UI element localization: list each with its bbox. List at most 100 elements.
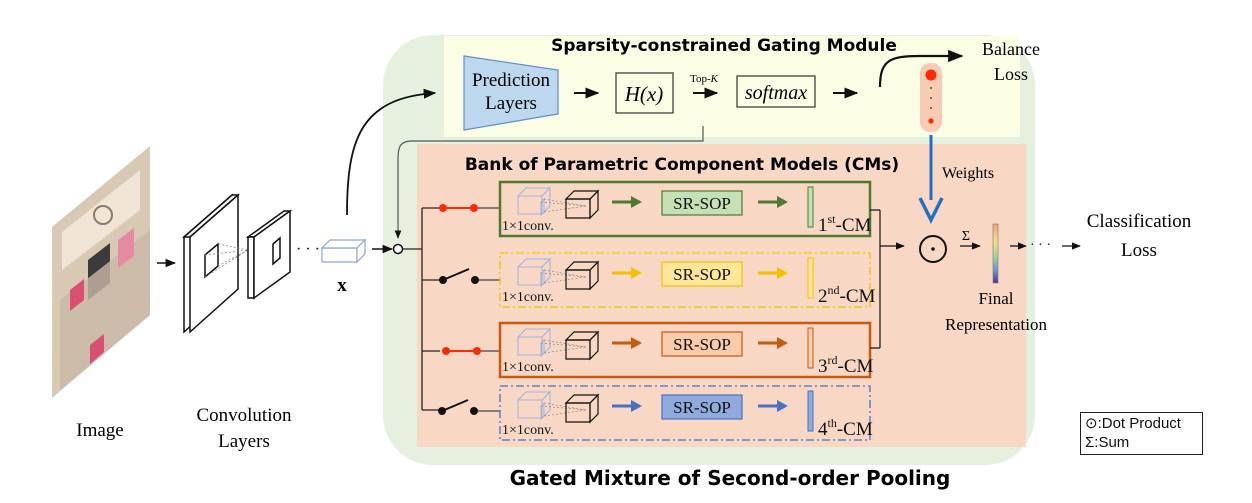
sr-sop-label: SR-SOP — [673, 194, 731, 213]
feature-cube-icon — [564, 330, 600, 361]
cm-output-vector — [807, 327, 814, 369]
legend-item-dot-product: ⊙:Dot Product — [1085, 414, 1198, 433]
conv-projection — [540, 269, 587, 284]
arrow-to-vector-icon — [758, 267, 788, 279]
switch-cm3-closed — [442, 347, 500, 355]
weights-arrowhead — [918, 197, 944, 224]
balance-loss-label-2: Loss — [994, 64, 1028, 84]
cm-border — [498, 321, 872, 379]
conv-1x1-cube-icon — [516, 327, 552, 358]
prediction-layers-label-2: Layers — [485, 93, 537, 114]
topk-k: K — [710, 73, 719, 85]
conv-projection — [540, 198, 587, 213]
final-representation-vector — [992, 223, 999, 284]
final-representation-label-1: Final — [979, 289, 1014, 308]
dot-product-center — [931, 247, 935, 251]
conv-layers-label-2: Layers — [218, 431, 270, 452]
conv-projection — [540, 339, 587, 354]
cm-border — [499, 385, 871, 441]
cm-output-vector — [807, 186, 814, 228]
classification-loss-label-1: Classification — [1087, 211, 1192, 232]
arrow-to-vector-icon — [758, 196, 788, 208]
conv-1x1-cube-icon — [516, 186, 552, 217]
conv-projection — [540, 402, 587, 417]
component-model-1: 1×1conv. SR-SOP 1st-CM — [498, 180, 872, 238]
topk-prefix: Top- — [690, 73, 711, 85]
feature-cube-icon — [564, 189, 600, 220]
switch-cm1-closed — [439, 204, 500, 212]
softmax-box — [736, 75, 816, 108]
path-gating-to-node — [394, 126, 704, 239]
switch-cm2-open — [439, 268, 500, 284]
conv-1x1-label: 1×1conv. — [502, 290, 554, 305]
cm-label: 2nd-CM — [818, 283, 876, 307]
dot-product-node — [919, 235, 947, 263]
arrow-to-sop-icon — [612, 267, 642, 279]
sr-sop-box — [661, 261, 743, 287]
sr-sop-box — [661, 331, 743, 357]
conv-ellipsis: · · · — [296, 241, 320, 258]
prediction-layers-label-1: Prediction — [472, 70, 551, 91]
conv-1x1-label: 1×1conv. — [502, 360, 554, 375]
final-representation-label-2: Representation — [945, 315, 1047, 334]
component-model-4: 1×1conv. SR-SOP 4th-CM — [499, 385, 873, 441]
hx-label: H(x) — [624, 82, 663, 106]
cm-label: 1st-CM — [818, 212, 872, 236]
conv-layer-2 — [245, 209, 293, 300]
conv-1x1-label: 1×1conv. — [502, 423, 554, 438]
gate-weights-dots — [930, 87, 932, 109]
gating-module-title: Sparsity-constrained Gating Module — [551, 36, 897, 56]
weights-label: Weights — [942, 165, 994, 182]
legend-text: :Sum — [1094, 434, 1130, 451]
bank-trunk — [403, 207, 440, 411]
feature-cube — [320, 238, 367, 264]
switch-cm4-open — [438, 399, 500, 415]
feature-cube-icon — [564, 260, 600, 291]
cm-border — [498, 180, 872, 238]
feature-x-label: x — [337, 275, 347, 296]
balance-loss-label-1: Balance — [982, 39, 1040, 59]
sum-legend-icon: Σ — [1085, 434, 1095, 451]
softmax-label: softmax — [745, 82, 807, 104]
legend-box: ⊙:Dot Product Σ:Sum — [1080, 412, 1203, 455]
classification-loss-label-2: Loss — [1121, 240, 1157, 261]
sr-sop-label: SR-SOP — [673, 398, 731, 417]
arrow-to-sop-icon — [612, 196, 642, 208]
final-ellipsis: · · · — [1030, 238, 1051, 253]
sr-sop-label: SR-SOP — [673, 265, 731, 284]
legend-item-sum: Σ:Sum — [1085, 433, 1198, 452]
feature-cube-icon — [564, 393, 600, 424]
bank-title: Bank of Parametric Component Models (CMs… — [465, 155, 899, 175]
image-label: Image — [76, 420, 123, 441]
cm-label: 4th-CM — [818, 416, 873, 440]
conv-1x1-cube-icon — [516, 390, 552, 421]
arrow-to-sop-icon — [612, 337, 642, 349]
conv-layers-label-1: Convolution — [196, 405, 292, 426]
merge-lines — [870, 209, 881, 349]
component-model-2: 1×1conv. SR-SOP 2nd-CM — [499, 252, 876, 308]
cm-border — [499, 252, 871, 308]
arrow-to-vector-icon — [758, 400, 788, 412]
gate-weight-high — [925, 69, 937, 81]
cm-group: 1×1conv. SR-SOP 1st-CM 1×1conv. SR-SOP 2nd-CM… — [498, 180, 876, 441]
sr-sop-box — [661, 394, 743, 420]
arrow-to-balance-loss — [878, 49, 964, 88]
dot-product-legend-icon: ⊙ — [1085, 415, 1098, 432]
cm-label: 3rd-CM — [818, 353, 874, 377]
split-node — [392, 243, 404, 255]
hx-box — [615, 72, 674, 114]
conv-projection-lines — [204, 243, 249, 278]
arrow-to-sop-icon — [612, 400, 642, 412]
conv-1x1-label: 1×1conv. — [502, 219, 554, 234]
legend-text: :Dot Product — [1097, 415, 1181, 432]
input-image — [52, 146, 150, 398]
cm-output-vector — [807, 257, 814, 299]
figure-title: Gated Mixture of Second-order Pooling — [510, 466, 951, 490]
conv-layer-1 — [182, 193, 240, 334]
arrow-to-vector-icon — [758, 337, 788, 349]
sr-sop-box — [661, 190, 743, 216]
arrow-x-to-gating — [346, 88, 437, 216]
cm-output-vector — [807, 390, 814, 432]
